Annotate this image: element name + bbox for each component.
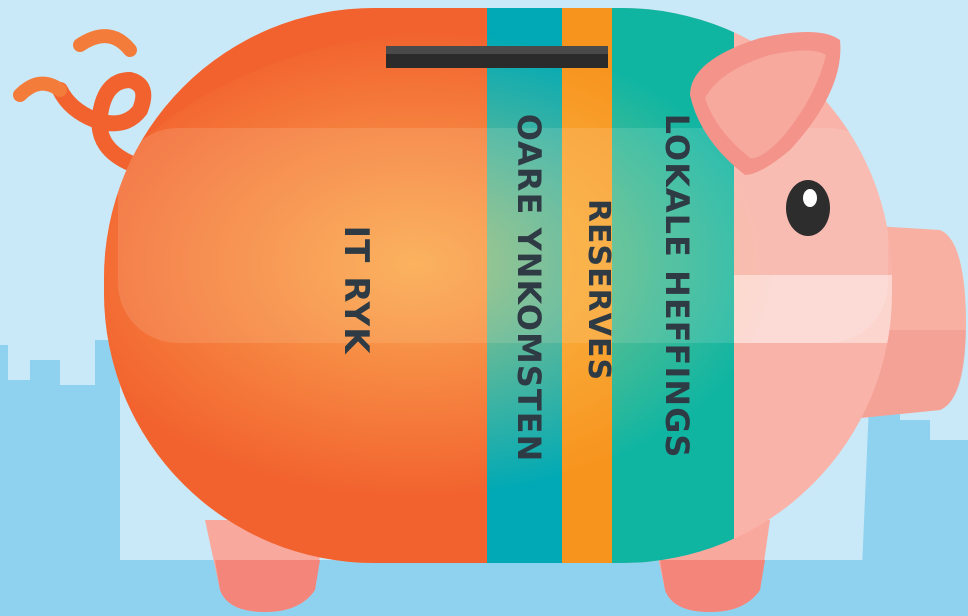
label-oare-ynkomsten: OARE YNKOMSTEN: [510, 114, 548, 463]
eye-icon: [786, 180, 830, 236]
label-it-ryk: IT RYK: [336, 226, 376, 356]
label-reserves: RESERVES: [581, 199, 616, 381]
label-lokale-heffings: LOKALE HEFFINGS: [658, 114, 696, 459]
coin-slot-icon: [386, 46, 608, 68]
